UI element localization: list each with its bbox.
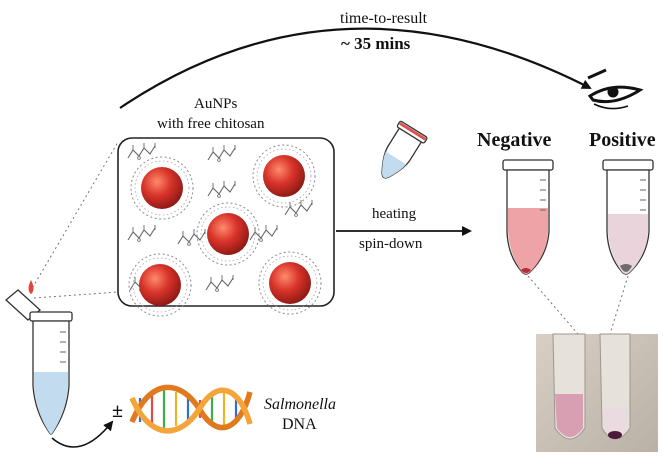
molecule-label: DNA bbox=[282, 416, 317, 433]
result-negative-label: Negative bbox=[477, 129, 552, 151]
time-arc-arrow bbox=[119, 27, 592, 109]
time-value: ~ 35 mins bbox=[341, 34, 411, 53]
dna-helix-icon bbox=[129, 384, 253, 434]
zoom-line-bottom bbox=[33, 291, 119, 299]
step-heating: heating bbox=[372, 206, 417, 222]
result-photo bbox=[536, 333, 658, 452]
blood-drop-icon bbox=[28, 280, 34, 294]
eye-icon bbox=[587, 68, 644, 110]
aunp-label-line1: AuNPs bbox=[194, 96, 238, 112]
result-positive-label: Positive bbox=[589, 129, 656, 151]
time-label: time-to-result bbox=[340, 10, 428, 27]
organism-label: Salmonella bbox=[264, 396, 336, 413]
step-spin-down: spin-down bbox=[359, 236, 423, 252]
negative-tube-icon bbox=[502, 159, 554, 275]
zoom-line-negative bbox=[527, 275, 579, 335]
zoom-line-positive bbox=[609, 275, 629, 335]
positive-tube-icon bbox=[602, 159, 654, 275]
sample-tube-icon bbox=[5, 289, 73, 435]
dna-arrow bbox=[51, 420, 114, 448]
zoom-line-top bbox=[29, 141, 119, 293]
plus-minus-symbol: ± bbox=[112, 400, 123, 422]
reaction-tube-icon bbox=[381, 120, 428, 179]
aunp-label-line2: with free chitosan bbox=[157, 116, 265, 132]
